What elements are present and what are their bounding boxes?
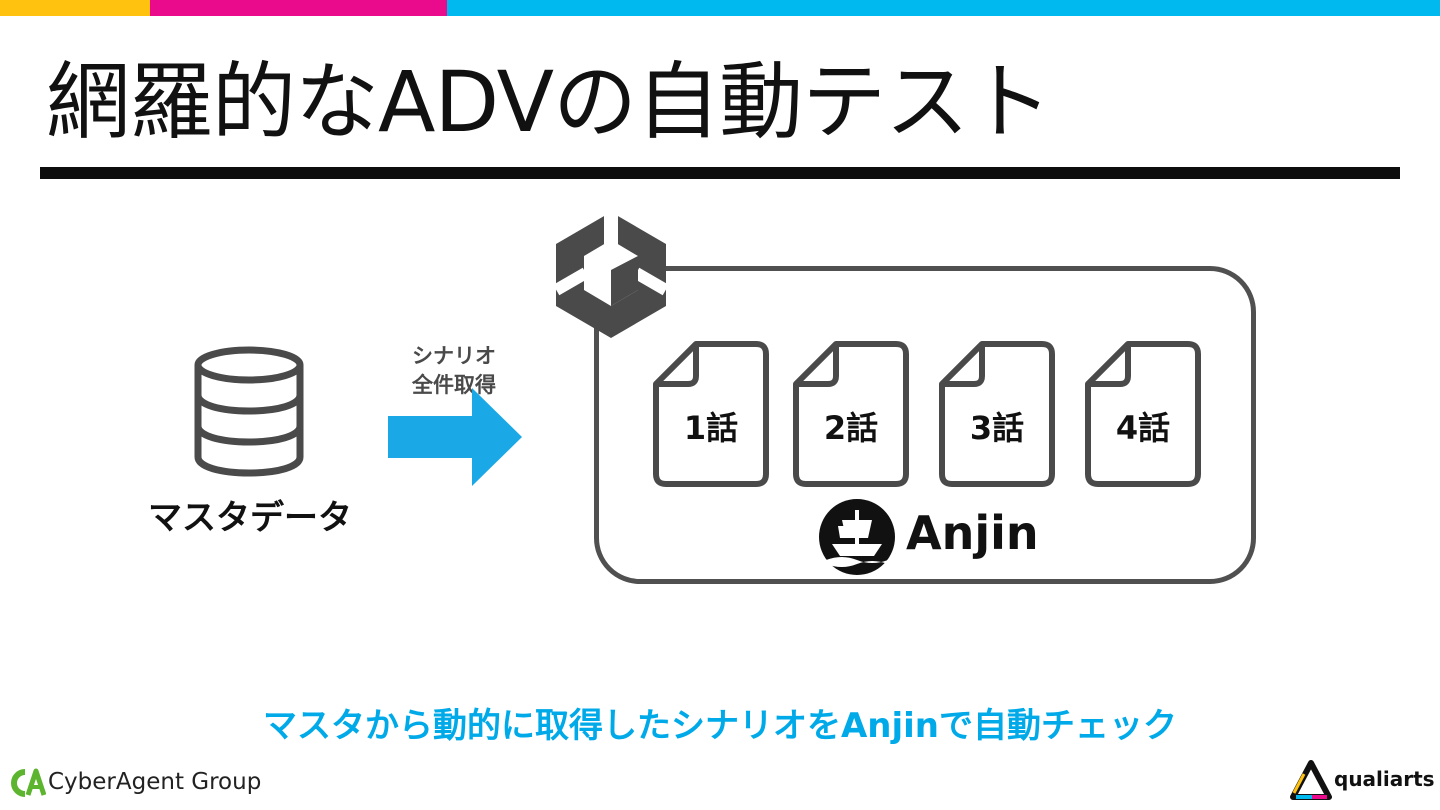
anjin-name: Anjin xyxy=(906,506,1039,560)
episode-1-label: 1話 xyxy=(683,409,739,447)
arrow-label: シナリオ 全件取得 xyxy=(384,342,524,400)
document-icon xyxy=(939,341,1055,487)
document-icon xyxy=(793,341,909,487)
top-stripe-blue xyxy=(447,0,1440,16)
cyberagent-logo-icon xyxy=(11,768,46,797)
title-underline xyxy=(40,167,1400,179)
database-icon xyxy=(194,346,304,477)
unity-container xyxy=(594,266,1256,584)
top-stripe-magenta xyxy=(150,0,447,16)
master-data-label: マスタデータ xyxy=(148,498,352,538)
unity-logo-icon xyxy=(553,210,669,338)
right-arrow-icon xyxy=(388,388,522,486)
episode-4-label: 4話 xyxy=(1115,409,1171,447)
document-icon xyxy=(653,341,769,487)
anjin-ship-icon xyxy=(819,499,895,575)
episode-3-label: 3話 xyxy=(969,409,1025,447)
cyberagent-group-text: CyberAgent Group xyxy=(48,769,262,795)
qualiarts-text: qualiarts xyxy=(1334,767,1435,791)
slide-title: 網羅的なADVの自動テスト xyxy=(46,53,1052,151)
arrow-label-line1: シナリオ xyxy=(412,344,496,368)
top-stripe-yellow xyxy=(0,0,150,16)
episode-2-label: 2話 xyxy=(823,409,879,447)
qualiarts-logo-icon xyxy=(1290,760,1332,800)
arrow-label-line2: 全件取得 xyxy=(412,373,496,397)
caption: マスタから動的に取得したシナリオをAnjinで自動チェック xyxy=(262,706,1178,746)
document-icon xyxy=(1085,341,1201,487)
